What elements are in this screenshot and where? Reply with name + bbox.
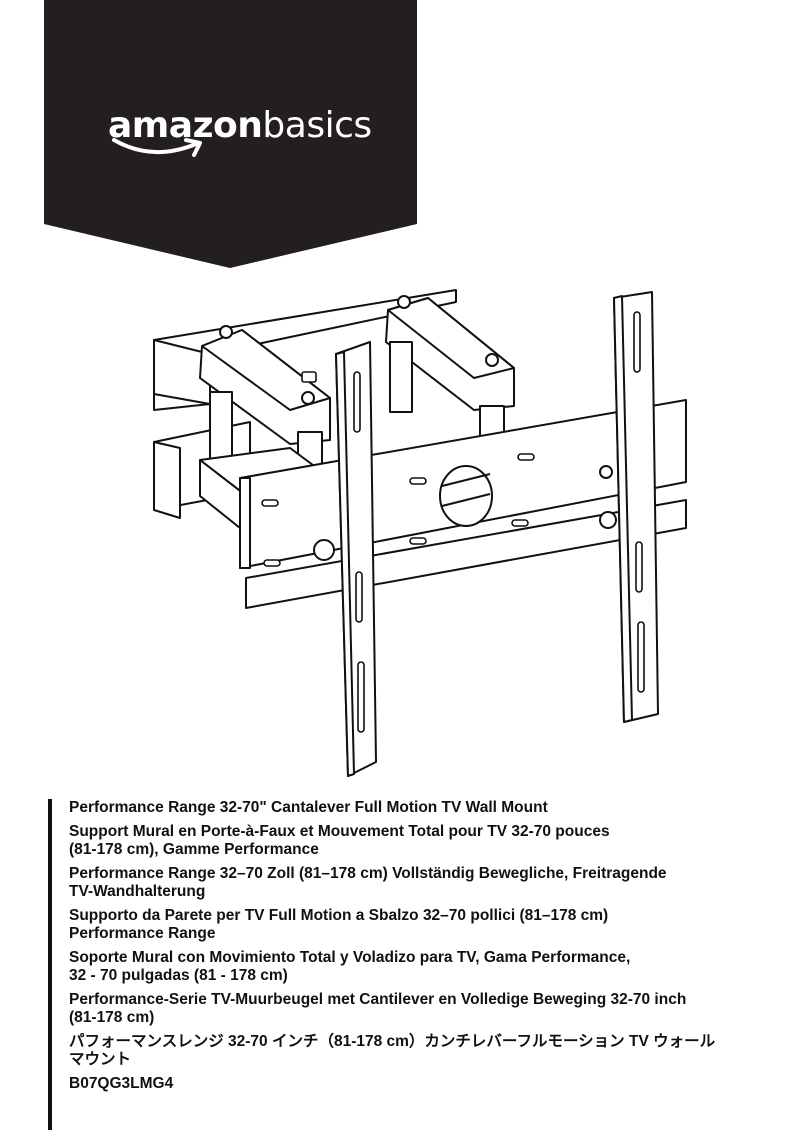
title-italian: Supporto da Parete per TV Full Motion a …: [69, 907, 769, 943]
title-line: Performance Range: [69, 925, 216, 942]
title-line: Performance Range 32–70 Zoll (81–178 cm)…: [69, 865, 667, 882]
tv-mount-illustration: [153, 289, 687, 777]
title-line: Performance-Serie TV-Muurbeugel met Cant…: [69, 991, 687, 1008]
accent-bar: [48, 799, 52, 1130]
logo-part-basics: basics: [262, 105, 372, 146]
title-line: Performance Range 32-70" Cantalever Full…: [69, 799, 548, 816]
title-line: Support Mural en Porte-à-Faux et Mouveme…: [69, 823, 610, 840]
title-line: (81-178 cm): [69, 1009, 155, 1026]
smile-arrow-icon: [112, 138, 202, 157]
title-dutch: Performance-Serie TV-Muurbeugel met Cant…: [69, 991, 769, 1027]
title-german: Performance Range 32–70 Zoll (81–178 cm)…: [69, 865, 769, 901]
title-line: Supporto da Parete per TV Full Motion a …: [69, 907, 609, 924]
title-line: TV-Wandhalterung: [69, 883, 206, 900]
brand-banner: amazonbasics: [44, 0, 417, 268]
sku-code: B07QG3LMG4: [69, 1075, 174, 1092]
title-spanish: Soporte Mural con Movimiento Total y Vol…: [69, 949, 769, 985]
title-line: パフォーマンスレンジ 32-70 インチ（81-178 cm）カンチレバーフルモ…: [69, 1033, 716, 1050]
title-line: Soporte Mural con Movimiento Total y Vol…: [69, 949, 631, 966]
product-title-block: Performance Range 32-70" Cantalever Full…: [48, 799, 778, 1130]
title-japanese: パフォーマンスレンジ 32-70 インチ（81-178 cm）カンチレバーフルモ…: [69, 1033, 769, 1069]
title-english: Performance Range 32-70" Cantalever Full…: [69, 799, 769, 817]
amazonbasics-logo: amazonbasics: [108, 102, 372, 172]
title-line: 32 - 70 pulgadas (81 - 178 cm): [69, 967, 288, 984]
title-line: (81-178 cm), Gamme Performance: [69, 841, 319, 858]
title-line: マウント: [69, 1051, 132, 1068]
title-french: Support Mural en Porte-à-Faux et Mouveme…: [69, 823, 769, 859]
